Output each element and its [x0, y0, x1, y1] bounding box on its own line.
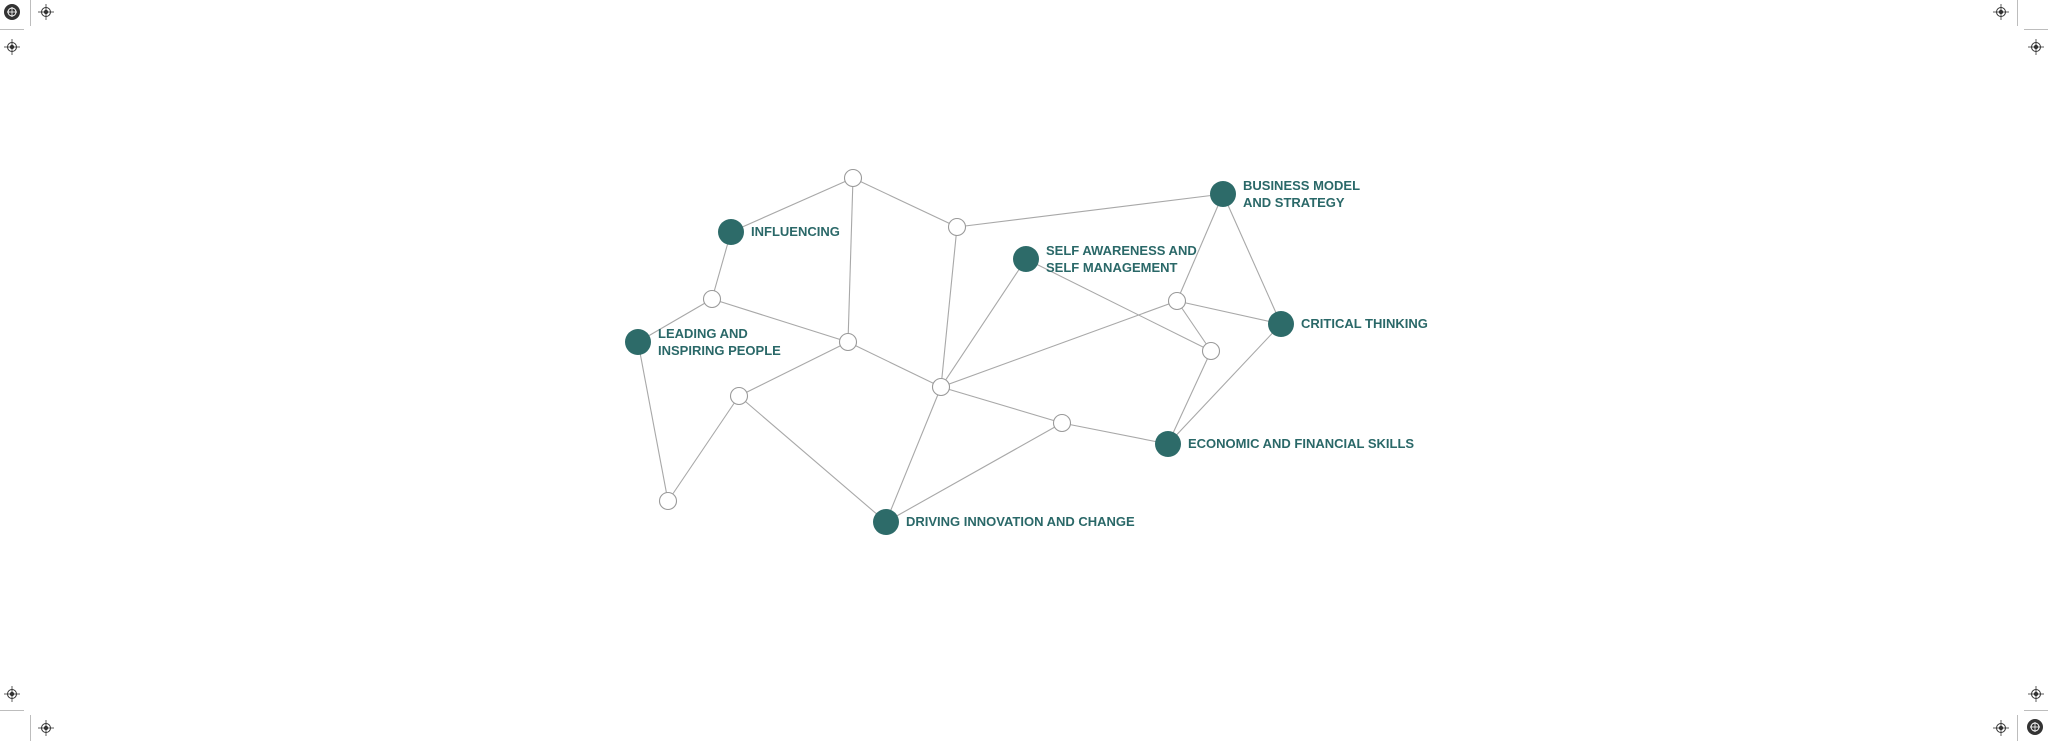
skill-node-economic — [1155, 431, 1181, 457]
filled-target-icon — [2027, 719, 2043, 735]
crop-line — [0, 29, 24, 30]
hub-node-h7 — [931, 377, 951, 397]
crop-line — [0, 710, 24, 711]
skill-node-leading — [625, 329, 651, 355]
crop-line — [30, 0, 31, 26]
edge-h10-economic — [1167, 350, 1212, 445]
edge-h5-h4 — [738, 341, 849, 397]
node-label-line: BUSINESS MODEL — [1243, 178, 1361, 193]
hub-node-h8 — [1052, 413, 1072, 433]
hub-node-h10 — [1201, 341, 1221, 361]
hub-node-h5 — [729, 386, 749, 406]
node-label-influencing: INFLUENCING — [751, 223, 840, 240]
edge-h7-h8 — [940, 386, 1063, 424]
edge-h8-economic — [1061, 422, 1169, 445]
hub-node-h2 — [947, 217, 967, 237]
crosshair-target-icon — [2028, 39, 2044, 55]
hub-node-h1 — [843, 168, 863, 188]
node-label-driving: DRIVING INNOVATION AND CHANGE — [906, 513, 1135, 530]
node-label-economic: ECONOMIC AND FINANCIAL SKILLS — [1188, 435, 1414, 452]
edge-critical-economic — [1167, 323, 1282, 445]
crop-line — [2017, 0, 2018, 26]
skill-node-influencing — [718, 219, 744, 245]
edge-h8-driving — [885, 422, 1063, 523]
crosshair-target-icon — [4, 686, 20, 702]
crosshair-target-icon — [4, 39, 20, 55]
skill-node-driving — [873, 509, 899, 535]
node-label-line: LEADING AND — [658, 326, 748, 341]
edge-business-critical — [1222, 193, 1282, 325]
skill-node-business — [1210, 181, 1236, 207]
hub-node-h4 — [838, 332, 858, 352]
edge-h6-h5 — [667, 395, 740, 502]
node-label-line: SELF MANAGEMENT — [1046, 260, 1178, 275]
edge-h2-business — [956, 193, 1224, 228]
hub-node-h9 — [1167, 291, 1187, 311]
crop-line — [30, 715, 31, 741]
edge-h3-leading — [637, 298, 713, 343]
node-label-critical: CRITICAL THINKING — [1301, 315, 1428, 332]
edge-h9-business — [1176, 193, 1224, 302]
crop-line — [2024, 29, 2048, 30]
edge-h7-h9 — [940, 300, 1178, 388]
filled-target-icon — [4, 4, 20, 20]
crosshair-target-icon — [1993, 720, 2009, 736]
node-label-line: DRIVING INNOVATION AND CHANGE — [906, 514, 1135, 529]
crosshair-target-icon — [38, 4, 54, 20]
crosshair-target-icon — [1993, 4, 2009, 20]
node-label-self: SELF AWARENESS AND SELF MANAGEMENT — [1046, 242, 1197, 276]
edge-h9-h10 — [1176, 300, 1212, 352]
edge-self-h10 — [1025, 258, 1212, 352]
hub-node-h6 — [658, 491, 678, 511]
crosshair-target-icon — [38, 720, 54, 736]
edge-h5-driving — [738, 395, 887, 523]
node-label-line: SELF AWARENESS AND — [1046, 243, 1197, 258]
crosshair-target-icon — [2028, 686, 2044, 702]
node-label-business: BUSINESS MODEL AND STRATEGY — [1243, 177, 1360, 211]
node-label-leading: LEADING AND INSPIRING PEOPLE — [658, 325, 781, 359]
edge-h2-h7 — [940, 226, 958, 388]
crop-line — [2017, 715, 2018, 741]
skill-node-self — [1013, 246, 1039, 272]
node-label-line: CRITICAL THINKING — [1301, 316, 1428, 331]
edge-leading-h6 — [637, 341, 669, 502]
edge-h1-h4 — [847, 177, 854, 343]
hub-node-h3 — [702, 289, 722, 309]
edge-h9-critical — [1176, 300, 1282, 325]
edge-h3-h4 — [711, 298, 849, 343]
edge-h4-h7 — [847, 341, 942, 388]
node-label-line: ECONOMIC AND FINANCIAL SKILLS — [1188, 436, 1415, 451]
edge-h7-driving — [885, 386, 942, 523]
node-label-line: INFLUENCING — [751, 224, 840, 239]
edge-h7-self — [940, 258, 1027, 388]
node-label-line: INSPIRING PEOPLE — [658, 343, 781, 358]
skill-node-critical — [1268, 311, 1294, 337]
node-label-line: AND STRATEGY — [1243, 195, 1345, 210]
edge-h1-h2 — [852, 177, 958, 228]
edge-h1-influencing — [730, 177, 854, 233]
crop-line — [2024, 710, 2048, 711]
